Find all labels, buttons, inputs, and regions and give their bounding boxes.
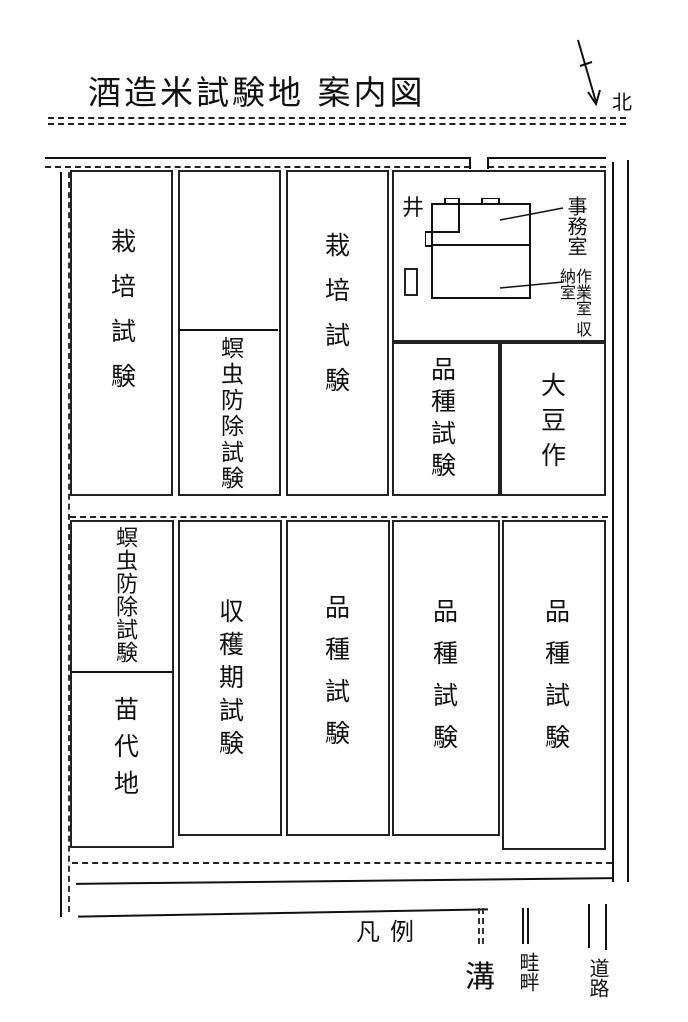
- plot-lower-4: [392, 520, 500, 836]
- middle-road-levee: [70, 516, 608, 518]
- plot-divider: [72, 671, 172, 673]
- plot-upper-4: [392, 342, 500, 496]
- plot-label: 収穫期試験: [215, 598, 245, 763]
- legend-road-symbol: [605, 904, 607, 950]
- plot-lower-1: [70, 520, 174, 848]
- plot-label: 品種試験: [541, 598, 571, 766]
- right-road-edge: [612, 162, 614, 882]
- legend-label-levee: 畦畔: [516, 952, 540, 992]
- plot-label: 栽培試験: [107, 228, 137, 408]
- plot-upper-5: [500, 342, 606, 496]
- legend-levee-symbol: [522, 908, 524, 944]
- legend-road-symbol: [588, 904, 590, 948]
- top-ditch: [48, 117, 626, 119]
- plot-lower-5: [502, 520, 606, 850]
- small-shed: [404, 268, 418, 296]
- left-levee: [68, 172, 70, 912]
- plot-label: 螟虫防除試験: [216, 336, 243, 492]
- building-outline: [425, 198, 564, 299]
- office-label: 事務室: [564, 196, 588, 256]
- top-ditch-line: [48, 123, 626, 125]
- plot-upper-2: [178, 170, 281, 496]
- legend-ditch-symbol: [482, 908, 484, 944]
- top-road-levee: [45, 166, 470, 168]
- plot-label: 螟虫防除試験: [112, 526, 137, 664]
- plot-upper-3: [286, 170, 389, 496]
- top-road-edge: [488, 157, 606, 159]
- legend-label-ditch: 溝: [465, 960, 495, 995]
- north-label: 北: [612, 90, 632, 114]
- top-road-levee: [488, 166, 606, 168]
- work-storage-label: 作業室 収納室: [557, 268, 592, 338]
- legend-title: 凡例: [356, 918, 424, 946]
- entrance-edge: [487, 157, 489, 169]
- north-arrow-icon: [577, 39, 601, 107]
- plot-label: 大豆作: [537, 372, 567, 477]
- plot-label: 品種試験: [429, 598, 459, 766]
- well-symbol: 井: [402, 196, 425, 221]
- plot-upper-1: [70, 170, 173, 496]
- plot-label: 品種試験: [321, 594, 351, 762]
- right-road-edge: [627, 160, 629, 882]
- legend-ditch-symbol: [478, 908, 480, 944]
- entrance-edge: [469, 157, 471, 169]
- bottom-road-edge: [76, 877, 614, 885]
- bottom-levee: [72, 862, 612, 864]
- left-boundary: [60, 172, 62, 917]
- plot-divider: [178, 329, 278, 331]
- legend-label-road: 道路: [586, 958, 610, 998]
- bottom-boundary: [78, 908, 488, 918]
- plot-label: 苗代地: [110, 696, 140, 807]
- plot-lower-3: [286, 520, 390, 836]
- top-road-edge: [45, 157, 470, 159]
- plot-label: 栽培試験: [321, 232, 351, 412]
- legend-levee-symbol: [527, 908, 529, 944]
- map-title: 酒造米試験地 案内図: [88, 73, 426, 112]
- plot-label: 品種試験: [427, 356, 457, 484]
- plot-lower-2: [178, 520, 282, 836]
